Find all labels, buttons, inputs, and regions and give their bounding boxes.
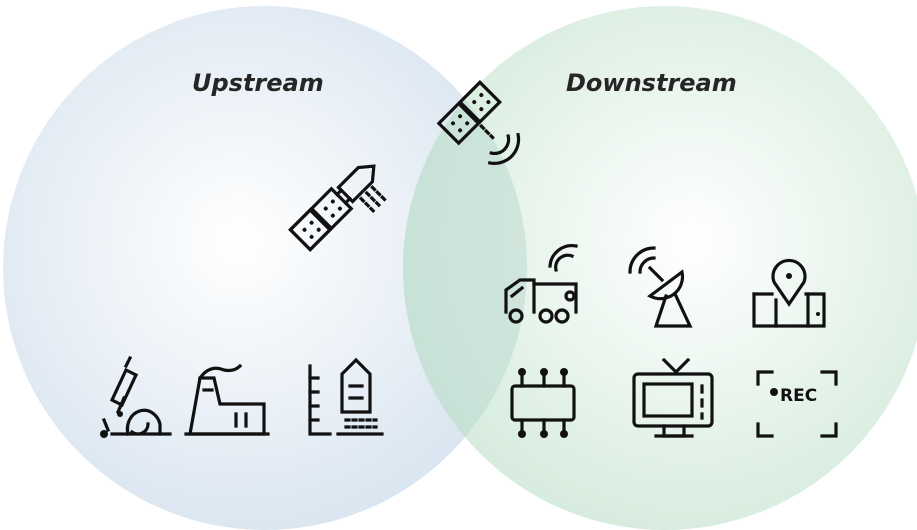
rec-label: REC: [780, 386, 817, 406]
upstream-label: Upstream: [192, 69, 324, 97]
map-location-icon: [752, 258, 826, 328]
tv-icon: [632, 357, 714, 438]
chip-icon: [510, 368, 576, 438]
truck-signal-icon: [504, 244, 578, 324]
microscope-icon: [100, 355, 172, 438]
satellite-icon: [288, 164, 389, 252]
factory-icon: [184, 363, 270, 436]
downstream-label: Downstream: [566, 69, 737, 97]
upstream-circle: [3, 6, 527, 530]
satellite-dish-icon: [628, 246, 693, 328]
record-icon: REC: [756, 370, 838, 438]
satellite-signal-icon: [436, 80, 521, 165]
downstream-circle: [403, 6, 917, 530]
launch-site-icon: [308, 357, 384, 436]
